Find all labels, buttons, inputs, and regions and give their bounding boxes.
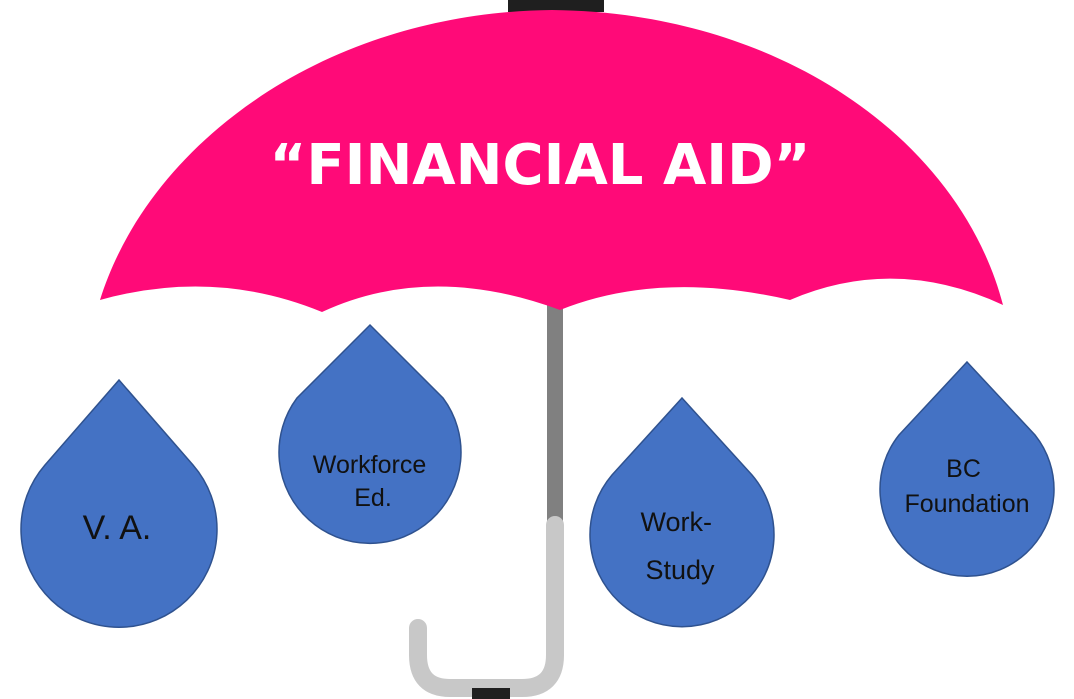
drop-workstudy-shape [589,396,775,628]
drop-workstudy-label-line-2: Study [645,555,715,585]
umbrella-shaft [547,290,563,530]
drop-foundation-shape [879,360,1055,577]
drop-foundation-label: BC Foundation [904,455,1029,518]
drop-workforce-label: Workforce Ed. [313,451,433,512]
umbrella-canopy [100,10,1003,312]
drop-va-label-line-1: V. A. [83,509,152,547]
drop-workstudy-label: Work- Study [640,507,719,585]
diagram-title: “FINANCIAL AID” [270,133,811,198]
drop-workforce-label-line-2: Ed. [354,484,392,512]
drop-va-label: V. A. [83,509,152,547]
drop-foundation: BC Foundation [879,360,1055,577]
drop-workstudy-label-line-1: Work- [640,507,712,537]
drop-va: V. A. [20,378,218,628]
drop-workforce: Workforce Ed. [278,323,462,544]
drop-workforce-label-line-1: Workforce [313,451,426,479]
umbrella-tip-top [508,0,604,12]
umbrella-handle [409,516,564,697]
drop-workforce-shape [278,323,462,544]
drop-foundation-label-line-2: Foundation [904,490,1029,518]
drop-foundation-label-line-1: BC [946,455,981,483]
umbrella-tip-bottom [472,688,510,699]
drop-va-shape [20,378,218,628]
drop-workstudy: Work- Study [589,396,775,628]
